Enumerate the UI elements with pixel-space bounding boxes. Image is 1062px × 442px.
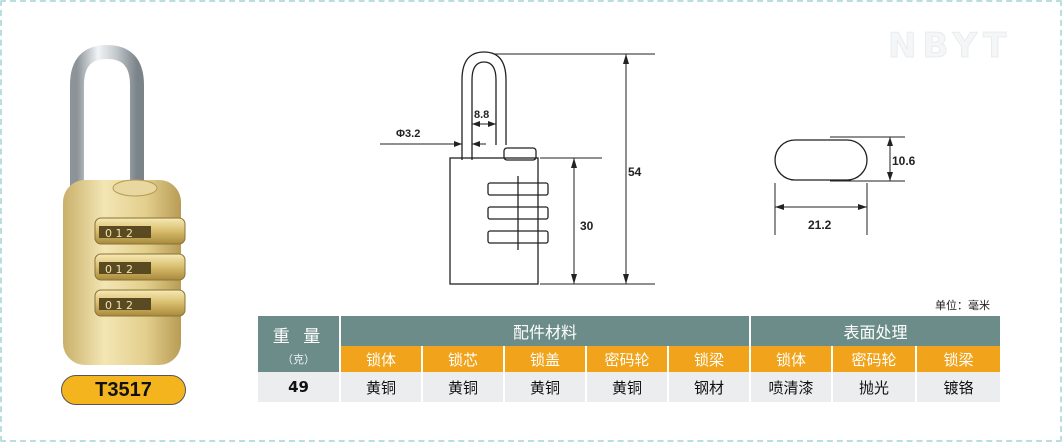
- dim-section-width: 21.2: [808, 218, 832, 232]
- cross-section-drawing: 10.6 21.2: [774, 136, 916, 235]
- table-cell: 黄铜: [340, 372, 423, 402]
- table-cell: 抛光: [832, 372, 917, 402]
- dim-total-height: 54: [628, 165, 642, 179]
- column-header: 锁梁: [916, 346, 1000, 372]
- weight-header: 重 量 （克）: [258, 316, 341, 372]
- dim-shackle-width: 8.8: [474, 109, 489, 121]
- front-view-drawing: 54 30 8.8 Φ3.2: [380, 51, 655, 285]
- column-header: 密码轮: [832, 346, 917, 372]
- column-header: 锁体: [750, 346, 833, 372]
- svg-text:0 1 2: 0 1 2: [105, 227, 133, 240]
- spec-table: 重 量 （克） 配件材料 表面处理 锁体 锁芯 锁盖 密码轮 锁梁 锁体 密码轮…: [258, 316, 1000, 402]
- unit-label: 单位：毫米: [935, 299, 990, 312]
- column-header: 锁芯: [422, 346, 505, 372]
- weight-unit: （克）: [282, 352, 315, 366]
- column-header: 锁盖: [504, 346, 587, 372]
- column-header: 密码轮: [586, 346, 669, 372]
- dim-section-height: 10.6: [892, 154, 916, 168]
- table-cell: 喷清漆: [750, 372, 833, 402]
- table-cell: 黄铜: [586, 372, 669, 402]
- dim-body-height: 30: [580, 219, 594, 233]
- svg-text:0 1 2: 0 1 2: [105, 299, 133, 312]
- table-row: 49 黄铜 黄铜 黄铜 黄铜 钢材 喷清漆 抛光 镀铬: [258, 372, 1000, 402]
- table-cell: 镀铬: [916, 372, 1000, 402]
- svg-text:0 1 2: 0 1 2: [105, 263, 133, 276]
- surface-group-header: 表面处理: [750, 316, 1000, 346]
- brand-watermark: NBYT: [887, 26, 1013, 67]
- table-cell: 钢材: [668, 372, 751, 402]
- column-header-row: 锁体 锁芯 锁盖 密码轮 锁梁 锁体 密码轮 锁梁: [258, 346, 1000, 372]
- weight-label: 重 量: [272, 326, 325, 347]
- model-badge: T3517: [61, 375, 186, 405]
- code-wheels: 0 1 2 0 1 2 0 1 2: [94, 217, 186, 317]
- table-cell: 黄铜: [504, 372, 587, 402]
- dim-shackle-diameter: Φ3.2: [396, 128, 420, 140]
- materials-group-header: 配件材料: [340, 316, 751, 346]
- column-header: 锁梁: [668, 346, 751, 372]
- table-cell: 黄铜: [422, 372, 505, 402]
- weight-value: 49: [258, 372, 341, 402]
- column-header: 锁体: [340, 346, 423, 372]
- padlock-photo: 0 1 2 0 1 2 0 1 2: [63, 44, 186, 365]
